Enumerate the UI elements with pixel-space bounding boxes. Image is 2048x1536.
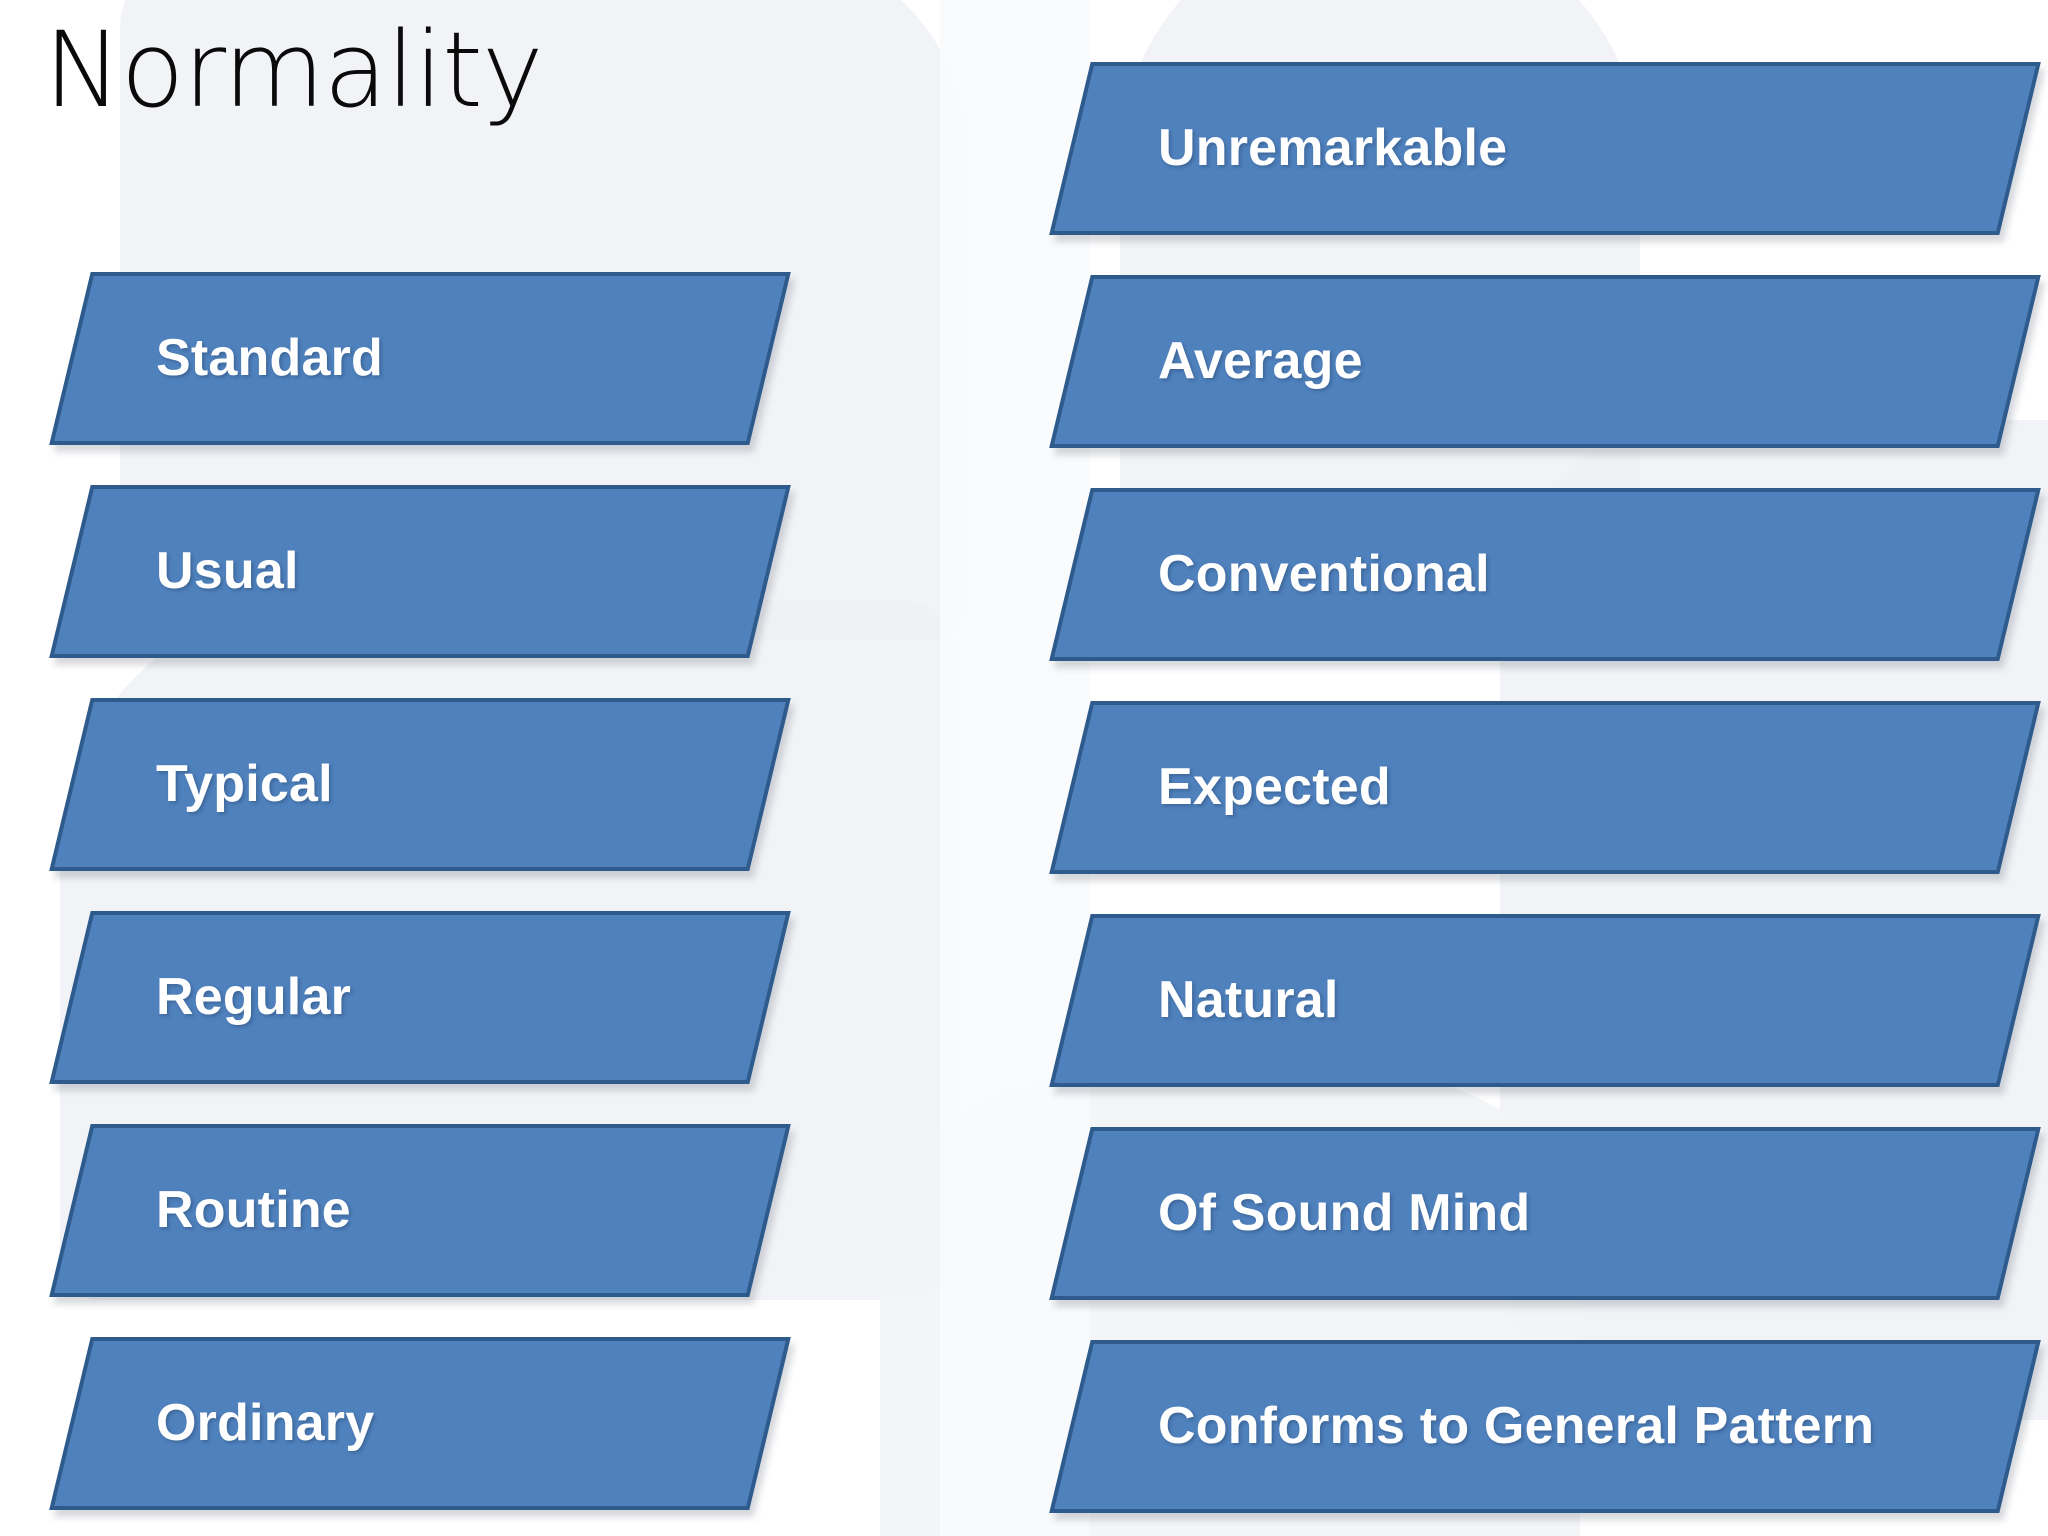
chevron-label: Routine [156, 1180, 351, 1239]
chevron-label: Conventional [1158, 544, 1490, 603]
chevron-label: Of Sound Mind [1158, 1183, 1531, 1242]
chevron-label: Expected [1158, 757, 1391, 816]
chevron-label: Regular [156, 967, 352, 1026]
chevron-label: Average [1158, 331, 1363, 390]
chevron-label: Typical [156, 754, 333, 813]
chevron-item-typical[interactable]: Typical [49, 698, 791, 871]
chevron-item-average[interactable]: Average [1049, 275, 2041, 448]
chevron-item-usual[interactable]: Usual [49, 485, 791, 658]
chevron-item-natural[interactable]: Natural [1049, 914, 2041, 1087]
chevron-item-ordinary[interactable]: Ordinary [49, 1337, 791, 1510]
slide-title: Normality [44, 9, 544, 131]
chevron-label: Natural [1158, 970, 1339, 1029]
chevron-item-regular[interactable]: Regular [49, 911, 791, 1084]
chevron-label: Unremarkable [1158, 118, 1508, 177]
chevron-label: Conforms to General Pattern [1158, 1396, 1875, 1455]
chevron-label: Ordinary [156, 1393, 375, 1452]
chevron-item-expected[interactable]: Expected [1049, 701, 2041, 874]
chevron-item-routine[interactable]: Routine [49, 1124, 791, 1297]
chevron-label: Usual [156, 541, 299, 600]
chevron-item-unremarkable[interactable]: Unremarkable [1049, 62, 2041, 235]
chevron-item-conventional[interactable]: Conventional [1049, 488, 2041, 661]
chevron-label: Standard [156, 328, 383, 387]
chevron-item-standard[interactable]: Standard [49, 272, 791, 445]
chevron-item-conforms-to-general-pattern[interactable]: Conforms to General Pattern [1049, 1340, 2041, 1513]
chevron-item-of-sound-mind[interactable]: Of Sound Mind [1049, 1127, 2041, 1300]
